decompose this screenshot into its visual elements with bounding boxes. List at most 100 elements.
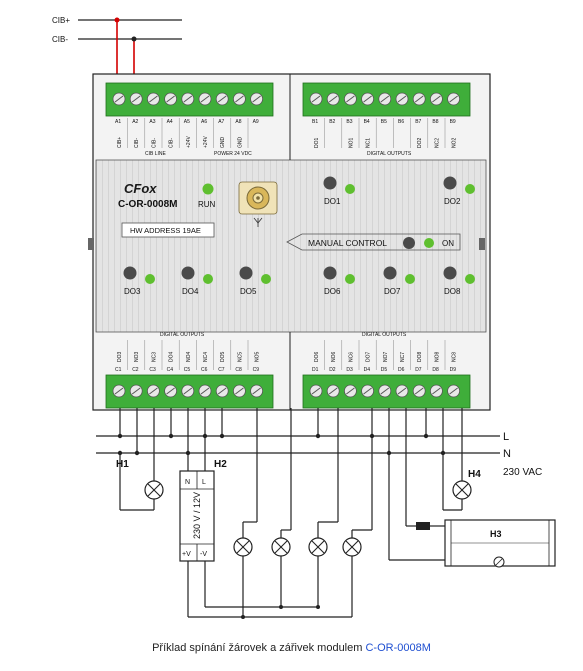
top-digital-outputs-label: DIGITAL OUTPUTS — [367, 151, 412, 157]
top-right-screw-b5[interactable] — [378, 92, 392, 106]
top-left-screw-a5[interactable] — [181, 92, 195, 106]
do2-button[interactable] — [443, 176, 457, 190]
top-right-terminal-b3: B3 — [346, 119, 352, 125]
cib-plus-label: CIB+ — [52, 16, 70, 25]
top-left-screw-a6[interactable] — [198, 92, 212, 106]
do6-button[interactable] — [323, 266, 337, 280]
psu-n-label: N — [185, 479, 190, 486]
caption-model: C-OR-0008M — [365, 642, 431, 654]
bottom-right-digital-outputs-label: DIGITAL OUTPUTS — [362, 332, 407, 338]
top-right-terminal-b6: B6 — [398, 119, 404, 125]
do8-button[interactable] — [443, 266, 457, 280]
top-left-screw-a1[interactable] — [112, 92, 126, 106]
do7-led — [405, 274, 415, 284]
top-right-screw-b6[interactable] — [395, 92, 409, 106]
bottom-right-screw-d4[interactable] — [361, 384, 375, 398]
line-l-label: L — [503, 431, 509, 443]
psu-vplus-label: +V — [182, 551, 191, 558]
top-left-terminal-a6: A6 — [201, 119, 207, 125]
do1-button[interactable] — [323, 176, 337, 190]
bottom-left-screw-c8[interactable] — [232, 384, 246, 398]
top-right-screw-b7[interactable] — [412, 92, 426, 106]
lamps-12v — [233, 537, 362, 557]
output-do6[interactable]: DO6 — [323, 266, 356, 297]
top-left-screw-a7[interactable] — [215, 92, 229, 106]
bottom-left-signal-9: NO5 — [255, 352, 261, 363]
bottom-right-screw-d1[interactable] — [309, 384, 323, 398]
do4-button[interactable] — [181, 266, 195, 280]
bottom-left-screw-c6[interactable] — [198, 384, 212, 398]
bottom-left-terminal-c3: C3 — [149, 367, 156, 373]
top-right-screw-b4[interactable] — [361, 92, 375, 106]
do7-button[interactable] — [383, 266, 397, 280]
do5-button[interactable] — [239, 266, 253, 280]
bottom-right-screw-d7[interactable] — [412, 384, 426, 398]
on-led — [424, 238, 434, 248]
output-do2[interactable]: DO2 — [443, 176, 476, 207]
top-left-signal-8: GND — [237, 137, 243, 149]
do3-led — [145, 274, 155, 284]
bottom-right-signal-8: NO8 — [434, 352, 440, 363]
lamp-h4: H4 — [452, 469, 481, 500]
top-left-screw-a3[interactable] — [146, 92, 160, 106]
bottom-right-screw-d6[interactable] — [395, 384, 409, 398]
top-right-screw-b9[interactable] — [447, 92, 461, 106]
bottom-right-terminal-d1: D1 — [312, 367, 319, 373]
module-housing — [88, 73, 491, 411]
bottom-right-screw-d5[interactable] — [378, 384, 392, 398]
load-wiring — [117, 408, 463, 619]
output-do4[interactable]: DO4 — [181, 266, 214, 297]
do6-label: DO6 — [324, 287, 341, 296]
top-right-screw-b3[interactable] — [343, 92, 357, 106]
bottom-left-screw-c3[interactable] — [146, 384, 160, 398]
bottom-left-signal-5: NO4 — [186, 352, 192, 363]
top-right-terminal-b7: B7 — [415, 119, 421, 125]
h3-label: H3 — [490, 529, 502, 539]
h2-label: H2 — [214, 459, 227, 470]
top-right-screw-b1[interactable] — [309, 92, 323, 106]
top-left-screw-a8[interactable] — [232, 92, 246, 106]
bottom-left-screw-c5[interactable] — [181, 384, 195, 398]
output-do8[interactable]: DO8 — [443, 266, 476, 297]
top-right-signal-1: DO1 — [314, 138, 320, 149]
bottom-left-screw-c2[interactable] — [129, 384, 143, 398]
bottom-right-screw-d9[interactable] — [447, 384, 461, 398]
output-do5[interactable]: DO5 — [239, 266, 272, 297]
bottom-left-terminal-c6: C6 — [201, 367, 208, 373]
bottom-right-screw-d3[interactable] — [343, 384, 357, 398]
top-right-terminal-b9: B9 — [450, 119, 456, 125]
top-left-screw-a4[interactable] — [164, 92, 178, 106]
bottom-left-screw-c1[interactable] — [112, 384, 126, 398]
bottom-left-screw-c4[interactable] — [164, 384, 178, 398]
output-do3[interactable]: DO3 — [123, 266, 156, 297]
manual-control-button[interactable] — [403, 237, 415, 249]
psu-label: 230 V / 12V — [192, 492, 202, 539]
top-left-terminal-strip: A1CIB+A2CIB-A3CIB-A4CIB-A5+24VA6+24VA7GN… — [105, 82, 274, 157]
output-do1[interactable]: DO1 — [323, 176, 356, 207]
power-24vdc-label: POWER 24 VDC — [214, 151, 252, 157]
top-left-screw-a9[interactable] — [250, 92, 264, 106]
lamp-12v-4 — [342, 537, 362, 557]
top-right-terminal-b1: B1 — [312, 119, 318, 125]
bottom-left-screw-c7[interactable] — [215, 384, 229, 398]
bottom-left-screw-c9[interactable] — [250, 384, 264, 398]
bottom-right-screw-d2[interactable] — [326, 384, 340, 398]
bottom-right-screw-d8[interactable] — [429, 384, 443, 398]
output-do7[interactable]: DO7 — [383, 266, 416, 297]
top-left-terminal-a7: A7 — [218, 119, 224, 125]
do1-label: DO1 — [324, 197, 341, 206]
on-label: ON — [442, 239, 454, 248]
top-left-screw-a2[interactable] — [129, 92, 143, 106]
top-right-screw-b8[interactable] — [429, 92, 443, 106]
module-model: C-OR-0008M — [118, 199, 177, 210]
h1-label: H1 — [116, 459, 129, 470]
top-left-terminal-a8: A8 — [235, 119, 241, 125]
bottom-left-terminal-c5: C5 — [184, 367, 191, 373]
h4-label: H4 — [468, 469, 481, 480]
top-left-terminal-a3: A3 — [149, 119, 155, 125]
top-left-terminal-a9: A9 — [253, 119, 259, 125]
do5-label: DO5 — [240, 287, 257, 296]
top-right-screw-b2[interactable] — [326, 92, 340, 106]
do3-button[interactable] — [123, 266, 137, 280]
